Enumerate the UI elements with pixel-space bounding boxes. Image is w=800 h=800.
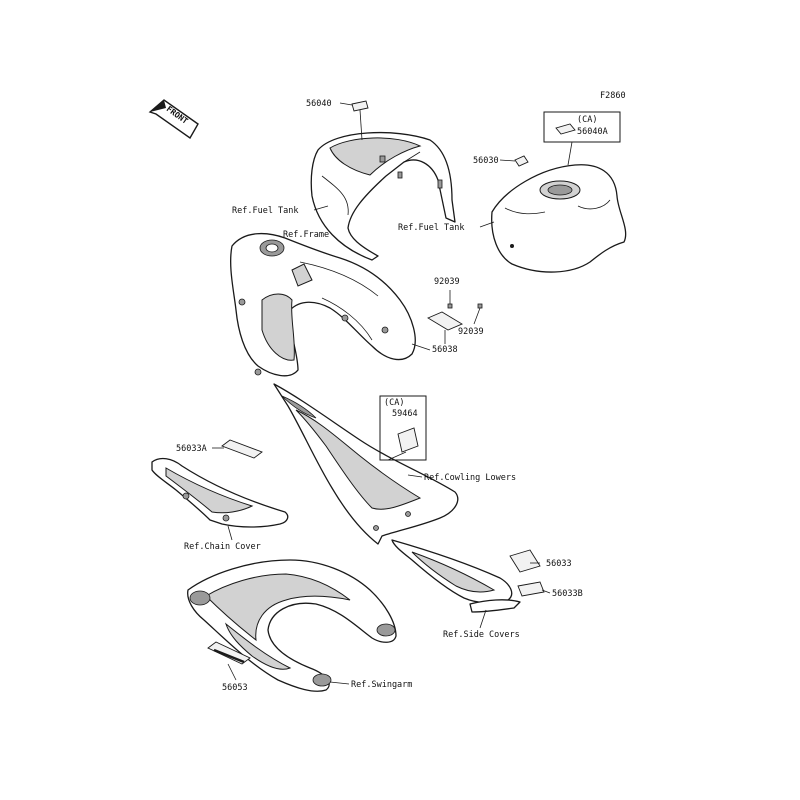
ca-box-mid (379, 395, 427, 461)
decal-56033B (517, 581, 545, 597)
decal-56033A (221, 439, 263, 459)
ref-side-covers-label: Ref.Side Covers (443, 630, 520, 640)
part-56030-label: 56030 (473, 156, 499, 166)
cowling-lower-part (273, 383, 459, 545)
frame-part (230, 233, 416, 377)
figure-code: F2860 (600, 91, 626, 101)
part-56033B-label: 56033B (552, 589, 583, 599)
ref-fuel-tank-right-label: Ref.Fuel Tank (398, 223, 465, 233)
decal-56030 (514, 155, 529, 167)
side-cover-part (391, 539, 521, 613)
ca-top-label: (CA) (577, 115, 597, 125)
part-56038-label: 56038 (432, 345, 458, 355)
part-56040-label: 56040 (306, 99, 332, 109)
decal-56038 (427, 311, 463, 331)
ca-box-top (543, 111, 621, 143)
decal-56040A (555, 123, 576, 135)
ref-chain-cover-label: Ref.Chain Cover (184, 542, 261, 552)
part-59464-label: 59464 (392, 409, 418, 419)
ca-mid-label: (CA) (384, 398, 404, 408)
fuel-tank-cover-part (310, 131, 456, 261)
decal-56033 (509, 549, 541, 573)
decal-59464 (397, 427, 419, 453)
part-56033A-label: 56033A (176, 444, 207, 454)
chain-cover-part (151, 457, 289, 528)
fuel-tank-part (491, 164, 627, 273)
decal-56040 (351, 100, 369, 112)
decal-56053 (207, 641, 251, 665)
part-56040A-label: 56040A (577, 127, 608, 137)
part-56033-label: 56033 (546, 559, 572, 569)
front-arrow-icon: FRONT (148, 99, 199, 140)
part-56053-label: 56053 (222, 683, 248, 693)
ref-frame-label: Ref.Frame (283, 230, 329, 240)
ref-swingarm-label: Ref.Swingarm (351, 680, 412, 690)
swingarm-part (187, 559, 397, 692)
part-92039b-label: 92039 (458, 327, 484, 337)
ref-fuel-tank-left-label: Ref.Fuel Tank (232, 206, 299, 216)
part-92039a-label: 92039 (434, 277, 460, 287)
ref-cowling-lowers-label: Ref.Cowling Lowers (424, 473, 516, 483)
